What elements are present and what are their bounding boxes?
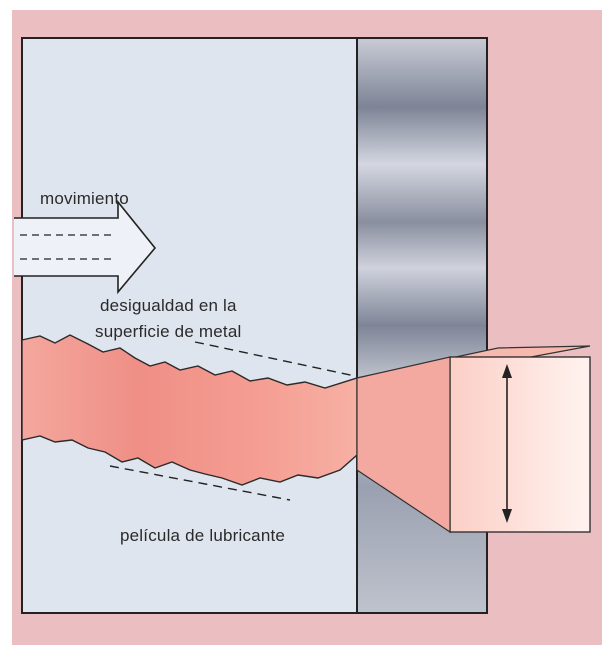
dashed-line-bottom xyxy=(109,465,291,501)
roughness-label-line1: desigualdad en la xyxy=(100,296,237,315)
thickness-arrow-top xyxy=(502,364,512,378)
roughness-label-line2: superficie de metal xyxy=(95,322,242,341)
film-box-side xyxy=(356,356,451,534)
dashed-line-top xyxy=(194,341,356,377)
lubricant-film-label: película de lubricante xyxy=(120,526,286,545)
movement-arrow-icon xyxy=(14,199,157,295)
metal-block-front xyxy=(21,37,358,614)
thickness-arrow-bottom xyxy=(502,509,512,523)
movement-label: movimiento xyxy=(40,189,129,208)
film-box-front xyxy=(449,356,591,533)
